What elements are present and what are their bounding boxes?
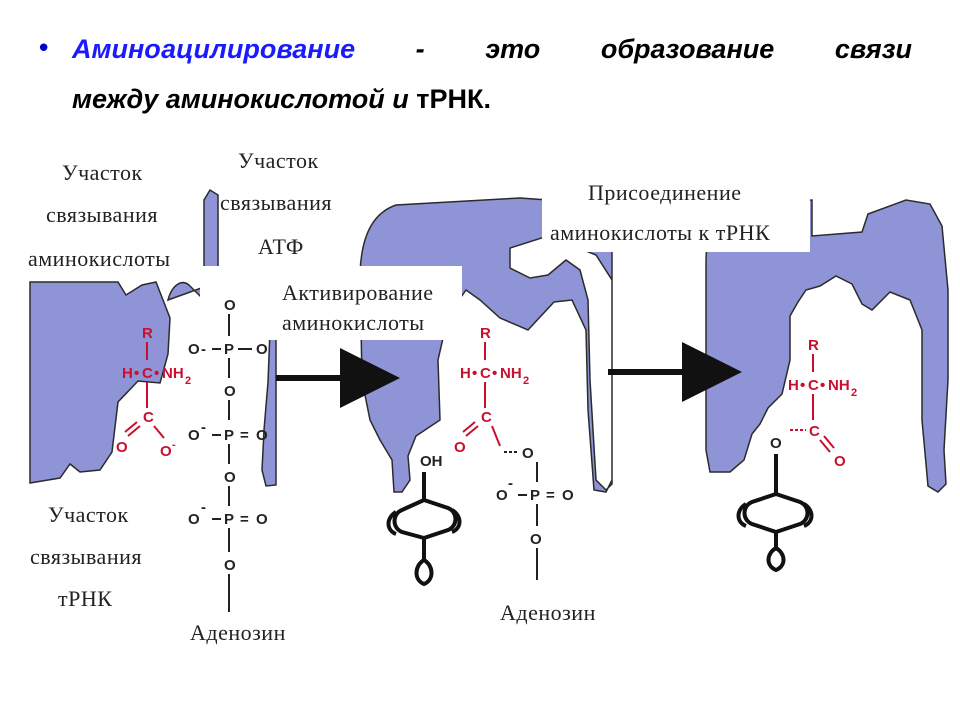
title-word-3: связи bbox=[834, 34, 912, 64]
svg-text:OH: OH bbox=[420, 453, 443, 470]
svg-text:=: = bbox=[240, 511, 249, 528]
svg-text:P: P bbox=[224, 511, 234, 528]
svg-text:P: P bbox=[224, 427, 234, 444]
svg-text:P: P bbox=[224, 341, 234, 358]
title-dash: - bbox=[415, 34, 425, 64]
adenosine-label-2: Аденозин bbox=[500, 600, 596, 625]
aa-site-label-1: Участок bbox=[62, 160, 143, 185]
amino-acid-1: R H • C • NH 2 C O O - bbox=[116, 325, 191, 460]
svg-text:O: O bbox=[522, 445, 534, 462]
svg-text:•: • bbox=[492, 365, 497, 382]
svg-text:2: 2 bbox=[851, 387, 857, 399]
trna-site-label-2: связывания bbox=[30, 544, 142, 569]
svg-text:O: O bbox=[188, 341, 200, 358]
amino-acid-3: R H • C • NH 2 C O bbox=[788, 337, 857, 470]
aa-site-label-3: аминокислоты bbox=[28, 246, 171, 271]
svg-text:O: O bbox=[224, 297, 236, 314]
svg-text:O: O bbox=[454, 439, 466, 456]
bullet-point: • bbox=[36, 34, 52, 64]
svg-text:C: C bbox=[481, 409, 492, 426]
svg-text:2: 2 bbox=[185, 375, 191, 387]
svg-text:O: O bbox=[770, 435, 782, 452]
svg-text:O: O bbox=[256, 341, 268, 358]
svg-text:P: P bbox=[530, 487, 540, 504]
trna-3: O bbox=[736, 435, 814, 573]
aa-site-label-2: связывания bbox=[46, 202, 158, 227]
svg-text:O: O bbox=[496, 487, 508, 504]
svg-text:-: - bbox=[201, 419, 206, 436]
svg-text:O: O bbox=[224, 383, 236, 400]
aa-site-label-bg bbox=[20, 142, 200, 280]
svg-text:O: O bbox=[224, 557, 236, 574]
svg-text:R: R bbox=[142, 325, 153, 342]
svg-text:O: O bbox=[116, 439, 128, 456]
svg-text:O: O bbox=[188, 511, 200, 528]
title-line-2: между аминокислотой и тРНК. bbox=[72, 84, 491, 115]
svg-text:•: • bbox=[472, 365, 477, 382]
svg-text:C: C bbox=[142, 365, 153, 382]
svg-text:-: - bbox=[201, 499, 206, 516]
title-word-1: это bbox=[485, 34, 541, 64]
svg-text:O: O bbox=[834, 453, 846, 470]
atp-site-label-2: связывания bbox=[220, 190, 332, 215]
attachment-label-2: аминокислоты к тРНК bbox=[550, 220, 770, 245]
svg-text:-: - bbox=[508, 475, 513, 492]
title-trna: тРНК. bbox=[416, 84, 491, 114]
svg-text:O: O bbox=[530, 531, 542, 548]
atp-site-label-3: АТФ bbox=[258, 234, 304, 259]
svg-text:=: = bbox=[240, 427, 249, 444]
svg-text:O: O bbox=[188, 427, 200, 444]
svg-text:•: • bbox=[820, 377, 825, 394]
svg-text:H: H bbox=[788, 377, 799, 394]
svg-text:O: O bbox=[224, 469, 236, 486]
title-word-2: образование bbox=[600, 34, 775, 64]
svg-text:C: C bbox=[143, 409, 154, 426]
svg-text:NH: NH bbox=[500, 365, 522, 382]
svg-text:R: R bbox=[808, 337, 819, 354]
title-line-1: Аминоацилирование - это образование связ… bbox=[72, 34, 912, 65]
svg-text:-: - bbox=[172, 439, 176, 451]
svg-text:C: C bbox=[808, 377, 819, 394]
attachment-label-bg bbox=[542, 168, 810, 252]
amp-group: O O - P = O O bbox=[496, 445, 574, 580]
title-line2-text: между аминокислотой и bbox=[72, 84, 417, 114]
svg-text:NH: NH bbox=[828, 377, 850, 394]
activation-label-1: Активирование bbox=[282, 280, 434, 305]
svg-text:O: O bbox=[256, 511, 268, 528]
trna-site-label-3: тРНК bbox=[58, 586, 112, 611]
svg-text:O: O bbox=[562, 487, 574, 504]
trna-site-label-1: Участок bbox=[48, 502, 129, 527]
trna-2: OH bbox=[386, 453, 462, 587]
svg-text:C: C bbox=[809, 423, 820, 440]
svg-text:H: H bbox=[460, 365, 471, 382]
activation-label-2: аминокислоты bbox=[282, 310, 425, 335]
title-term: Аминоацилирование bbox=[72, 34, 356, 64]
svg-text:•: • bbox=[800, 377, 805, 394]
svg-text:O: O bbox=[256, 427, 268, 444]
atp-site-label-1: Участок bbox=[238, 148, 319, 173]
svg-text:NH: NH bbox=[162, 365, 184, 382]
svg-text:-: - bbox=[201, 341, 206, 358]
svg-text:O: O bbox=[160, 443, 172, 460]
svg-text:•: • bbox=[154, 365, 159, 382]
svg-text:H: H bbox=[122, 365, 133, 382]
attachment-label-1: Присоединение bbox=[588, 180, 742, 205]
svg-text:R: R bbox=[480, 325, 491, 342]
svg-text:•: • bbox=[134, 365, 139, 382]
svg-text:C: C bbox=[480, 365, 491, 382]
svg-text:2: 2 bbox=[523, 375, 529, 387]
amino-acid-2: R H • C • NH 2 C O bbox=[454, 325, 529, 456]
atp-chain: O O - P O O O - P = O O O - P = O O bbox=[188, 297, 268, 612]
activation-label-bg bbox=[200, 266, 462, 340]
adenosine-label-1: Аденозин bbox=[190, 620, 286, 645]
svg-text:=: = bbox=[546, 487, 555, 504]
